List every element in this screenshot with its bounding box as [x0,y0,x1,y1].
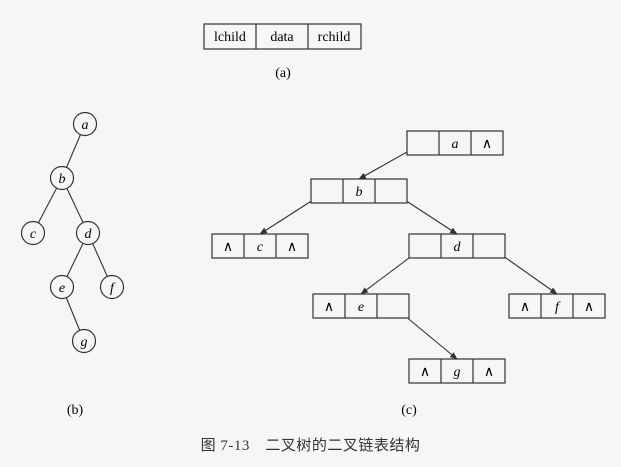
data-value-f: f [555,300,561,315]
rchild-null: ∧ [584,300,594,315]
node-structure: lchild data rchild [203,23,362,50]
tree-label-a: a [82,118,89,133]
tree-node-e [49,274,75,300]
lchild-null: ∧ [223,240,233,255]
linked-node-box [211,233,309,259]
lchild-null: ∧ [520,300,530,315]
tree-node-d [75,220,101,246]
tree-label-f: f [110,281,116,296]
rchild-null: ∧ [484,365,494,380]
data-value-b: b [356,185,363,200]
lchild-null: ∧ [420,365,430,380]
label-b: (b) [67,403,84,418]
linked-node-c: ∧ c ∧ [211,233,309,259]
lchild-null: ∧ [324,300,334,315]
data-value-c: c [257,240,264,255]
tree-node-f [99,274,125,300]
linked-node-a: a∧ [406,130,504,156]
linked-node-box [312,293,410,319]
tree-label-d: d [85,227,93,242]
field-rchild: rchild [318,30,351,45]
label-c: (c) [401,403,417,418]
tree-label-b: b [59,172,66,187]
tree-node-a [72,111,98,137]
linked-node-e: ∧e [312,293,410,319]
binary-tree: a b c d e f g [20,111,125,354]
linked-structure: a∧b∧c∧d∧e∧f∧∧g∧ [211,130,606,384]
tree-label-g: g [81,335,88,350]
tree-node-g [71,328,97,354]
linked-node-box [406,130,504,156]
tree-node-b [49,165,75,191]
field-data: data [270,30,294,45]
label-a: (a) [275,66,291,81]
linked-node-b: b [310,178,408,204]
data-value-a: a [452,137,459,152]
linked-node-box [408,233,506,259]
tree-label-e: e [59,281,65,296]
rchild-null: ∧ [287,240,297,255]
linked-node-box [408,358,506,384]
data-value-g: g [454,365,461,380]
data-value-e: e [358,300,364,315]
linked-node-g: ∧ g ∧ [408,358,506,384]
linked-node-d: d [408,233,506,259]
tree-label-c: c [30,227,37,242]
linked-node-box [310,178,408,204]
rchild-null: ∧ [482,137,492,152]
linked-node-box [508,293,606,319]
data-value-d: d [454,240,462,255]
tree-node-c [20,220,46,246]
field-lchild: lchild [214,30,246,45]
figure-caption: 图 7-13 二叉树的二叉链表结构 [200,438,421,454]
linked-node-f: ∧ f ∧ [508,293,606,319]
